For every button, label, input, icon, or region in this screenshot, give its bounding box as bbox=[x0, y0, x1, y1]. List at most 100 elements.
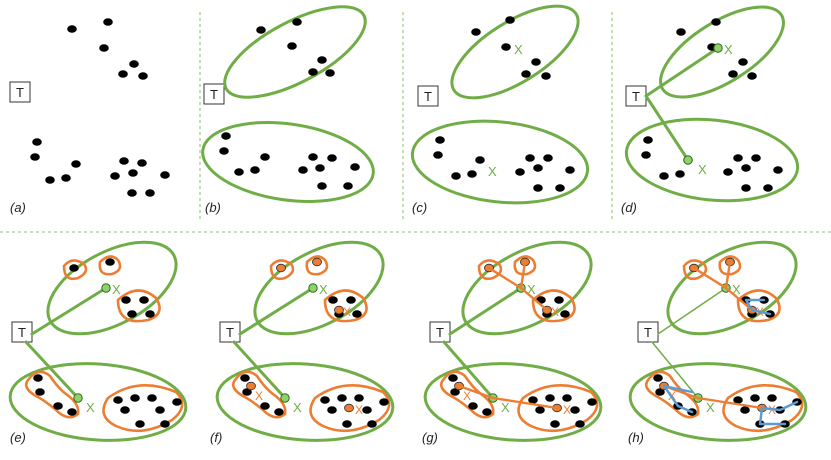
data-point bbox=[533, 184, 543, 192]
tree-link bbox=[750, 308, 772, 316]
data-point bbox=[733, 154, 743, 162]
data-point bbox=[653, 374, 663, 382]
data-point bbox=[292, 18, 302, 26]
panel-label: (h) bbox=[628, 430, 644, 445]
data-point bbox=[343, 182, 353, 190]
tree-link bbox=[758, 406, 764, 426]
tree-edge-upper bbox=[238, 286, 315, 336]
terminal-box bbox=[9, 81, 31, 103]
data-point bbox=[69, 264, 79, 272]
terminal-label: T bbox=[16, 85, 24, 100]
centroid-node bbox=[308, 283, 318, 293]
data-point bbox=[362, 406, 372, 414]
terminal-label: T bbox=[436, 325, 444, 340]
panel-d: (d)TXX bbox=[621, 5, 800, 215]
data-point bbox=[317, 56, 327, 64]
panels: (a)T(b)T(c)TXX(d)TXX(e)TXX(f)TXXXXX(g)TX… bbox=[8, 4, 808, 445]
data-point bbox=[33, 374, 43, 382]
subcluster-loop bbox=[305, 255, 329, 276]
terminal-box bbox=[429, 321, 451, 343]
data-point bbox=[45, 176, 55, 184]
panel-c: (c)TXX bbox=[410, 4, 590, 215]
data-point bbox=[575, 420, 585, 428]
data-point bbox=[328, 296, 338, 304]
cluster-ellipse-lower bbox=[624, 117, 800, 203]
data-point bbox=[317, 182, 327, 190]
data-point bbox=[260, 153, 270, 161]
subcluster-loop bbox=[722, 383, 804, 433]
subcluster-link bbox=[692, 266, 728, 290]
data-point bbox=[242, 388, 252, 396]
subcluster-marker: X bbox=[343, 305, 351, 319]
tree-edge-lower bbox=[24, 340, 80, 400]
data-point bbox=[535, 406, 545, 414]
data-point bbox=[137, 159, 147, 167]
subcluster-link bbox=[696, 396, 764, 410]
data-point bbox=[751, 154, 761, 162]
data-point bbox=[147, 394, 157, 402]
data-point bbox=[298, 166, 308, 174]
panel-label: (g) bbox=[422, 430, 438, 445]
centroid-marker: X bbox=[698, 162, 707, 177]
subcluster-loop bbox=[513, 255, 537, 276]
subcluster-loop bbox=[517, 383, 599, 433]
data-point bbox=[379, 398, 389, 406]
cluster-ellipse-upper bbox=[659, 5, 785, 99]
subcluster-link bbox=[487, 266, 523, 290]
data-point bbox=[448, 374, 458, 382]
data-point bbox=[32, 138, 42, 146]
tree-link bbox=[744, 298, 754, 312]
data-point bbox=[99, 44, 109, 52]
data-point bbox=[145, 310, 155, 318]
data-point bbox=[135, 420, 145, 428]
data-point bbox=[515, 168, 525, 176]
subcluster-loop bbox=[477, 259, 503, 281]
data-point bbox=[256, 26, 266, 34]
centroid-marker: X bbox=[319, 282, 328, 297]
data-point bbox=[533, 164, 543, 172]
data-point bbox=[105, 258, 115, 266]
subcluster-loop bbox=[439, 370, 495, 419]
subcluster-centroid bbox=[344, 403, 354, 413]
data-point bbox=[750, 394, 760, 402]
subcluster-loop bbox=[531, 289, 576, 323]
data-point bbox=[740, 406, 750, 414]
subcluster-loop bbox=[269, 259, 295, 281]
data-point bbox=[128, 169, 138, 177]
data-point bbox=[711, 18, 721, 26]
data-point bbox=[475, 156, 485, 164]
data-point bbox=[103, 18, 113, 26]
centroid-marker: X bbox=[706, 400, 715, 415]
subcluster-loop bbox=[644, 370, 700, 419]
data-point bbox=[127, 189, 137, 197]
data-point bbox=[221, 132, 231, 140]
subcluster-loop bbox=[718, 255, 742, 276]
data-point bbox=[733, 396, 743, 404]
centroid-marker: X bbox=[514, 42, 523, 57]
terminal-label: T bbox=[210, 87, 218, 102]
subcluster-loop bbox=[24, 370, 80, 419]
cluster-ellipse-lower bbox=[8, 362, 188, 442]
subcluster-link bbox=[519, 260, 527, 290]
data-point bbox=[773, 166, 783, 174]
data-point bbox=[250, 166, 260, 174]
subcluster-marker: X bbox=[355, 403, 363, 417]
subcluster-centroid bbox=[246, 381, 256, 391]
terminal-label: T bbox=[226, 325, 234, 340]
terminal-box bbox=[417, 85, 439, 107]
data-point bbox=[728, 70, 738, 78]
data-point bbox=[118, 70, 128, 78]
subcluster-loop bbox=[116, 289, 161, 323]
cluster-ellipse-lower bbox=[410, 119, 590, 205]
subcluster-centroid bbox=[334, 305, 344, 315]
panel-dividers bbox=[0, 12, 831, 233]
centroid-marker: X bbox=[112, 282, 121, 297]
data-point bbox=[550, 420, 560, 428]
subcluster-loop bbox=[62, 259, 88, 281]
terminal-box bbox=[11, 321, 33, 343]
data-point bbox=[541, 72, 551, 80]
terminal-box bbox=[637, 321, 659, 343]
tree-edge-upper bbox=[657, 287, 727, 335]
terminal-label: T bbox=[644, 325, 652, 340]
